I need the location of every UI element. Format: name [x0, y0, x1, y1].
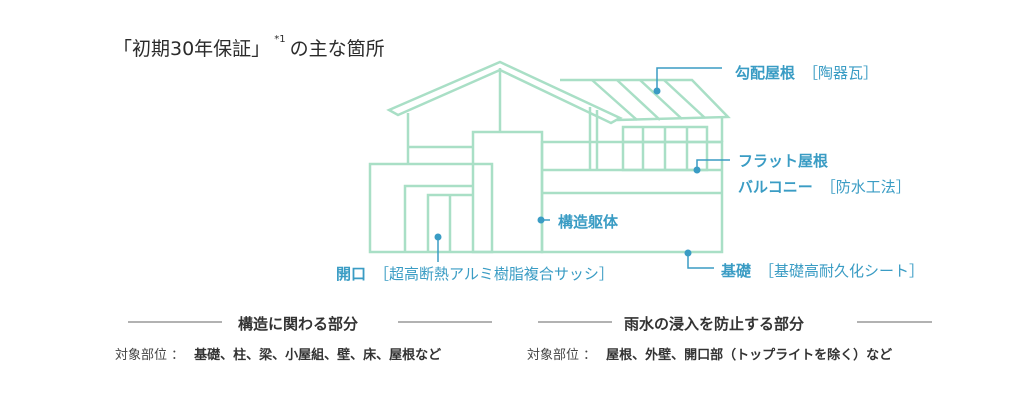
roof-marker: [653, 87, 661, 95]
label-opening: 開口［超高断熱アルミ樹脂複合サッシ］: [336, 265, 614, 283]
label-foundation: 基礎［基礎高耐久化シート］: [721, 262, 925, 280]
foundation-marker: [684, 249, 692, 257]
section-targets-structure: 対象部位 ：基礎、柱、梁、小屋組、壁、床、屋根など: [115, 348, 442, 363]
section-targets-rainwater: 対象部位 ：屋根、外壁、開口部（トップライトを除く）など: [527, 348, 893, 363]
opening-marker: [434, 233, 442, 241]
flat-roof-marker: [693, 166, 701, 174]
section-heading-structure: 構造に関わる部分: [238, 315, 359, 333]
label-balcony: バルコニー［防水工法］: [738, 178, 911, 196]
label-structure: 構造躯体: [558, 213, 619, 231]
structure-marker: [537, 216, 545, 224]
label-flat-roof: フラット屋根: [738, 152, 829, 170]
section-heading-rainwater: 雨水の浸入を防止する部分: [624, 315, 805, 333]
label-sloped-roof: 勾配屋根［陶器瓦］: [735, 64, 879, 82]
